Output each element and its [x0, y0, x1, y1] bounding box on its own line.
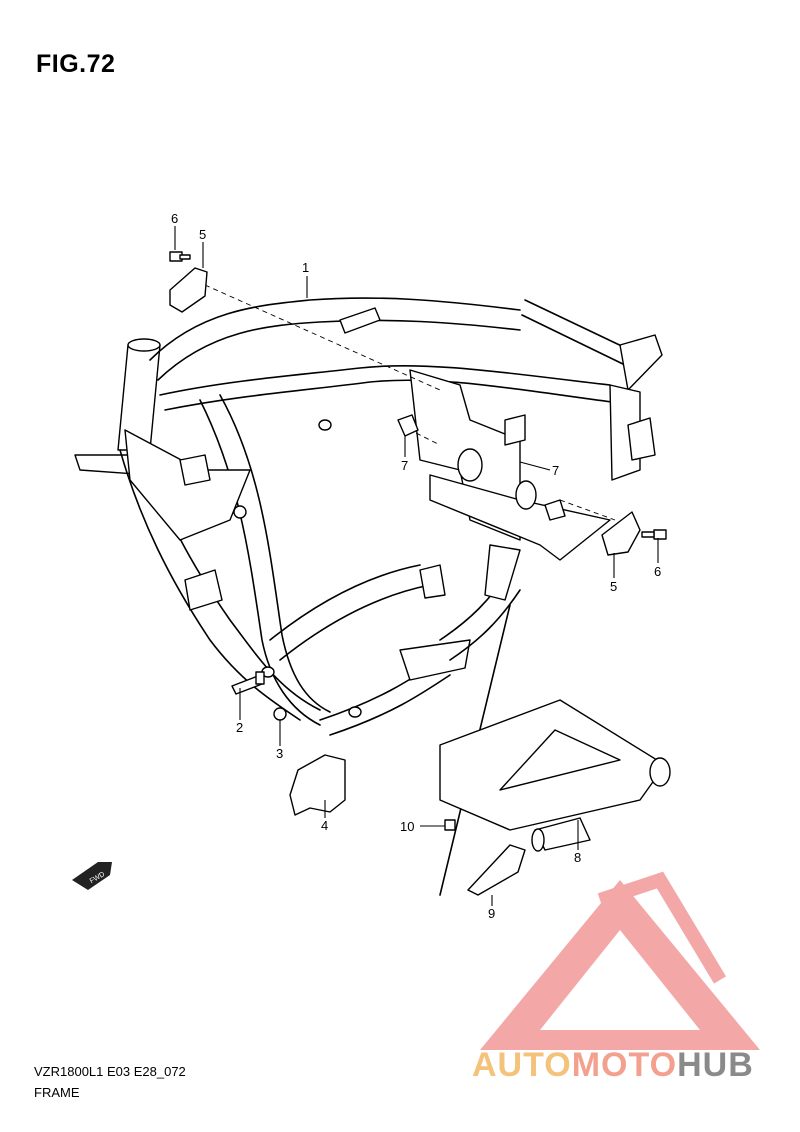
- watermark-part-moto: MOTO: [571, 1046, 678, 1084]
- callout-7a: 7: [401, 458, 408, 473]
- callout-3: 3: [276, 746, 283, 761]
- section-name: FRAME: [34, 1085, 80, 1100]
- callout-5a: 5: [199, 227, 206, 242]
- figure-title: FIG.72: [36, 50, 116, 78]
- watermark-part-hub: HUB: [677, 1046, 754, 1084]
- triangle-logo-icon: [480, 871, 760, 1050]
- forward-arrow-icon: FWD: [72, 862, 112, 890]
- callout-labels: 1 2 3 4 5 5 6 6 7 7 8 9 10: [171, 211, 661, 921]
- callout-6a: 6: [171, 211, 178, 226]
- callout-6b: 6: [654, 564, 661, 579]
- mount-bracket-part-5-right: [601, 511, 641, 556]
- crossmember-part-8: [439, 699, 671, 852]
- callout-8: 8: [574, 850, 581, 865]
- watermark-part-auto: AUTO: [472, 1046, 572, 1084]
- callout-4: 4: [321, 818, 328, 833]
- mount-bracket-part-5: [169, 267, 208, 313]
- bolt-part-6-right: [641, 529, 667, 540]
- callout-5b: 5: [610, 579, 617, 594]
- watermark-wordmark: AUTOMOTOHUB: [472, 1046, 754, 1085]
- screw-part-10: [420, 819, 456, 831]
- assembly-guide-lines: [204, 284, 616, 521]
- callout-1: 1: [302, 260, 309, 275]
- bolt-part-6: [169, 251, 191, 262]
- collar-part-7-right: [544, 499, 566, 521]
- callout-2: 2: [236, 720, 243, 735]
- bracket-part-4: [289, 754, 346, 816]
- collar-part-7: [397, 414, 419, 437]
- callout-10: 10: [400, 819, 414, 834]
- main-frame: [74, 276, 663, 736]
- callout-9: 9: [488, 906, 495, 921]
- callout-7b: 7: [552, 463, 559, 478]
- cover-part-9: [467, 844, 526, 896]
- callout-leaders: [174, 226, 659, 906]
- model-code: VZR1800L1 E03 E28_072: [34, 1064, 186, 1079]
- nut-part-3: [273, 707, 287, 721]
